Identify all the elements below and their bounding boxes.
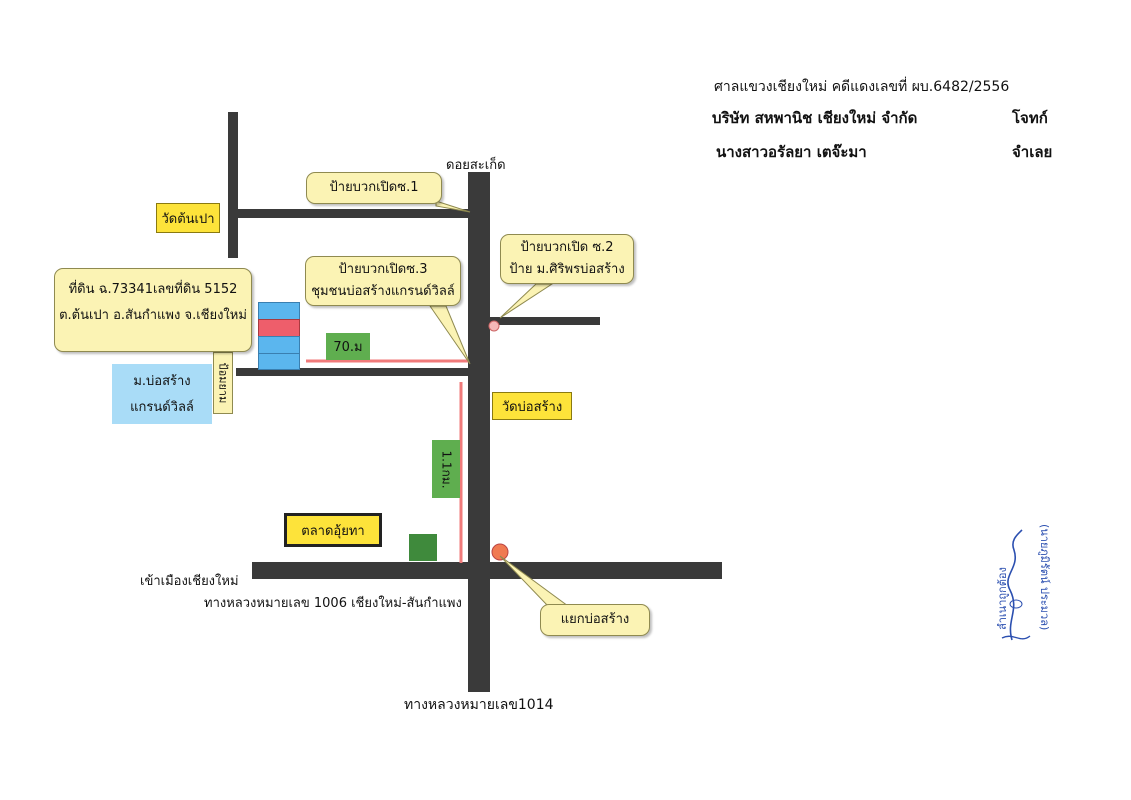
land-plot-cell [258,302,300,320]
callout-sign-1-text: ป้ายบวกเปิดซ.1 [329,180,419,195]
label-to-chiang-mai: เข้าเมืองเชียงใหม่ [140,574,239,589]
label-wat-ton-pao: วัดต้นเปา [156,203,220,233]
callout-junction-text: แยกบ่อสร้าง [560,612,630,627]
distance-label-1-1km: 1.1กม. [439,449,454,489]
callout-pointer-sign1 [435,200,471,213]
callout-sign-1: ป้ายบวกเปิดซ.1 [306,172,442,204]
callout-sign-2-line-1: ป้ายบวกเปิด ซ.2 [520,240,614,255]
village-line-2: แกรนด์วิลล์ [130,400,194,415]
signature-right-text: (นายภูมิรัตน์ ประมวล) [1038,524,1051,631]
village-grandville-box: ม.บ่อสร้าง แกรนด์วิลล์ [112,364,212,424]
callout-sign-2-line-2: ป้าย ม.ศิริพรบ่อสร้าง [509,262,625,277]
guard-post: ป้อมยาม [213,352,233,414]
village-line-1: ม.บ่อสร้าง [133,374,191,389]
court-case-line: ศาลแขวงเชียงใหม่ คดีแดงเลขที่ ผบ.6482/25… [714,79,1010,95]
soi-2-road [490,317,600,325]
callout-pointer-sign3 [429,305,471,365]
callout-land-deed: ที่ดิน ฉ.73341เลขที่ดิน 5152 ต.ต้นเปา อ.… [54,268,252,352]
label-wat-bo-sang: วัดบ่อสร้าง [492,392,572,420]
distance-label-70m-box: 70.ม [326,333,370,360]
defendant-role: จำเลย [1012,143,1053,161]
highway-1006-road [252,562,722,579]
label-highway-1014: ทางหลวงหมายเลข1014 [404,697,554,713]
distance-label-70m: 70.ม [333,340,363,355]
land-plot-cell [258,353,300,370]
label-doi-saket: ดอยสะเก็ด [446,158,506,173]
soi-2-marker [488,320,500,332]
soi-3-road [236,368,468,376]
market-marker [409,534,437,561]
callout-land-line-1: ที่ดิน ฉ.73341เลขที่ดิน 5152 [68,282,238,297]
guard-post-label: ป้อมยาม [216,362,229,404]
land-plot-target [258,319,300,337]
callout-pointer-junction [499,555,570,607]
distance-label-1-1km-box: 1.1กม. [432,440,460,498]
callout-sign-3: ป้ายบวกเปิดซ.3 ชุมชนบ่อสร้างแกรนด์วิลล์ [305,256,461,306]
land-plot-cell [258,336,300,354]
callout-sign-3-line-1: ป้ายบวกเปิดซ.3 [338,262,428,277]
junction-marker [491,543,509,561]
callout-land-line-2: ต.ต้นเปา อ.สันกำแพง จ.เชียงใหม่ [59,308,247,323]
signature-stamp: ลำเนาถูกต้อง (นายภูมิรัตน์ ประมวล) [990,520,1070,650]
plaintiff-name: บริษัท สหพานิช เชียงใหม่ จำกัด [712,109,918,127]
soi-1-road [238,209,468,218]
plaintiff-role: โจทก์ [1012,109,1048,127]
defendant-name: นางสาวอรัลยา เตจ๊ะมา [716,143,867,161]
signature-left-text: ลำเนาถูกต้อง [996,567,1009,630]
callout-sign-3-line-2: ชุมชนบ่อสร้างแกรนด์วิลล์ [311,284,455,299]
label-talat-ui-tha: ตลาดอุ้ยทา [284,513,382,547]
signature-scribble [1001,529,1031,641]
label-highway-1006: ทางหลวงหมายเลข 1006 เชียงใหม่-สันกำแพง [204,596,462,611]
vertical-road-wat-ton-pao [228,112,238,258]
callout-sign-2: ป้ายบวกเปิด ซ.2 ป้าย ม.ศิริพรบ่อสร้าง [500,234,634,284]
callout-pointer-sign2 [499,283,554,319]
callout-junction: แยกบ่อสร้าง [540,604,650,636]
